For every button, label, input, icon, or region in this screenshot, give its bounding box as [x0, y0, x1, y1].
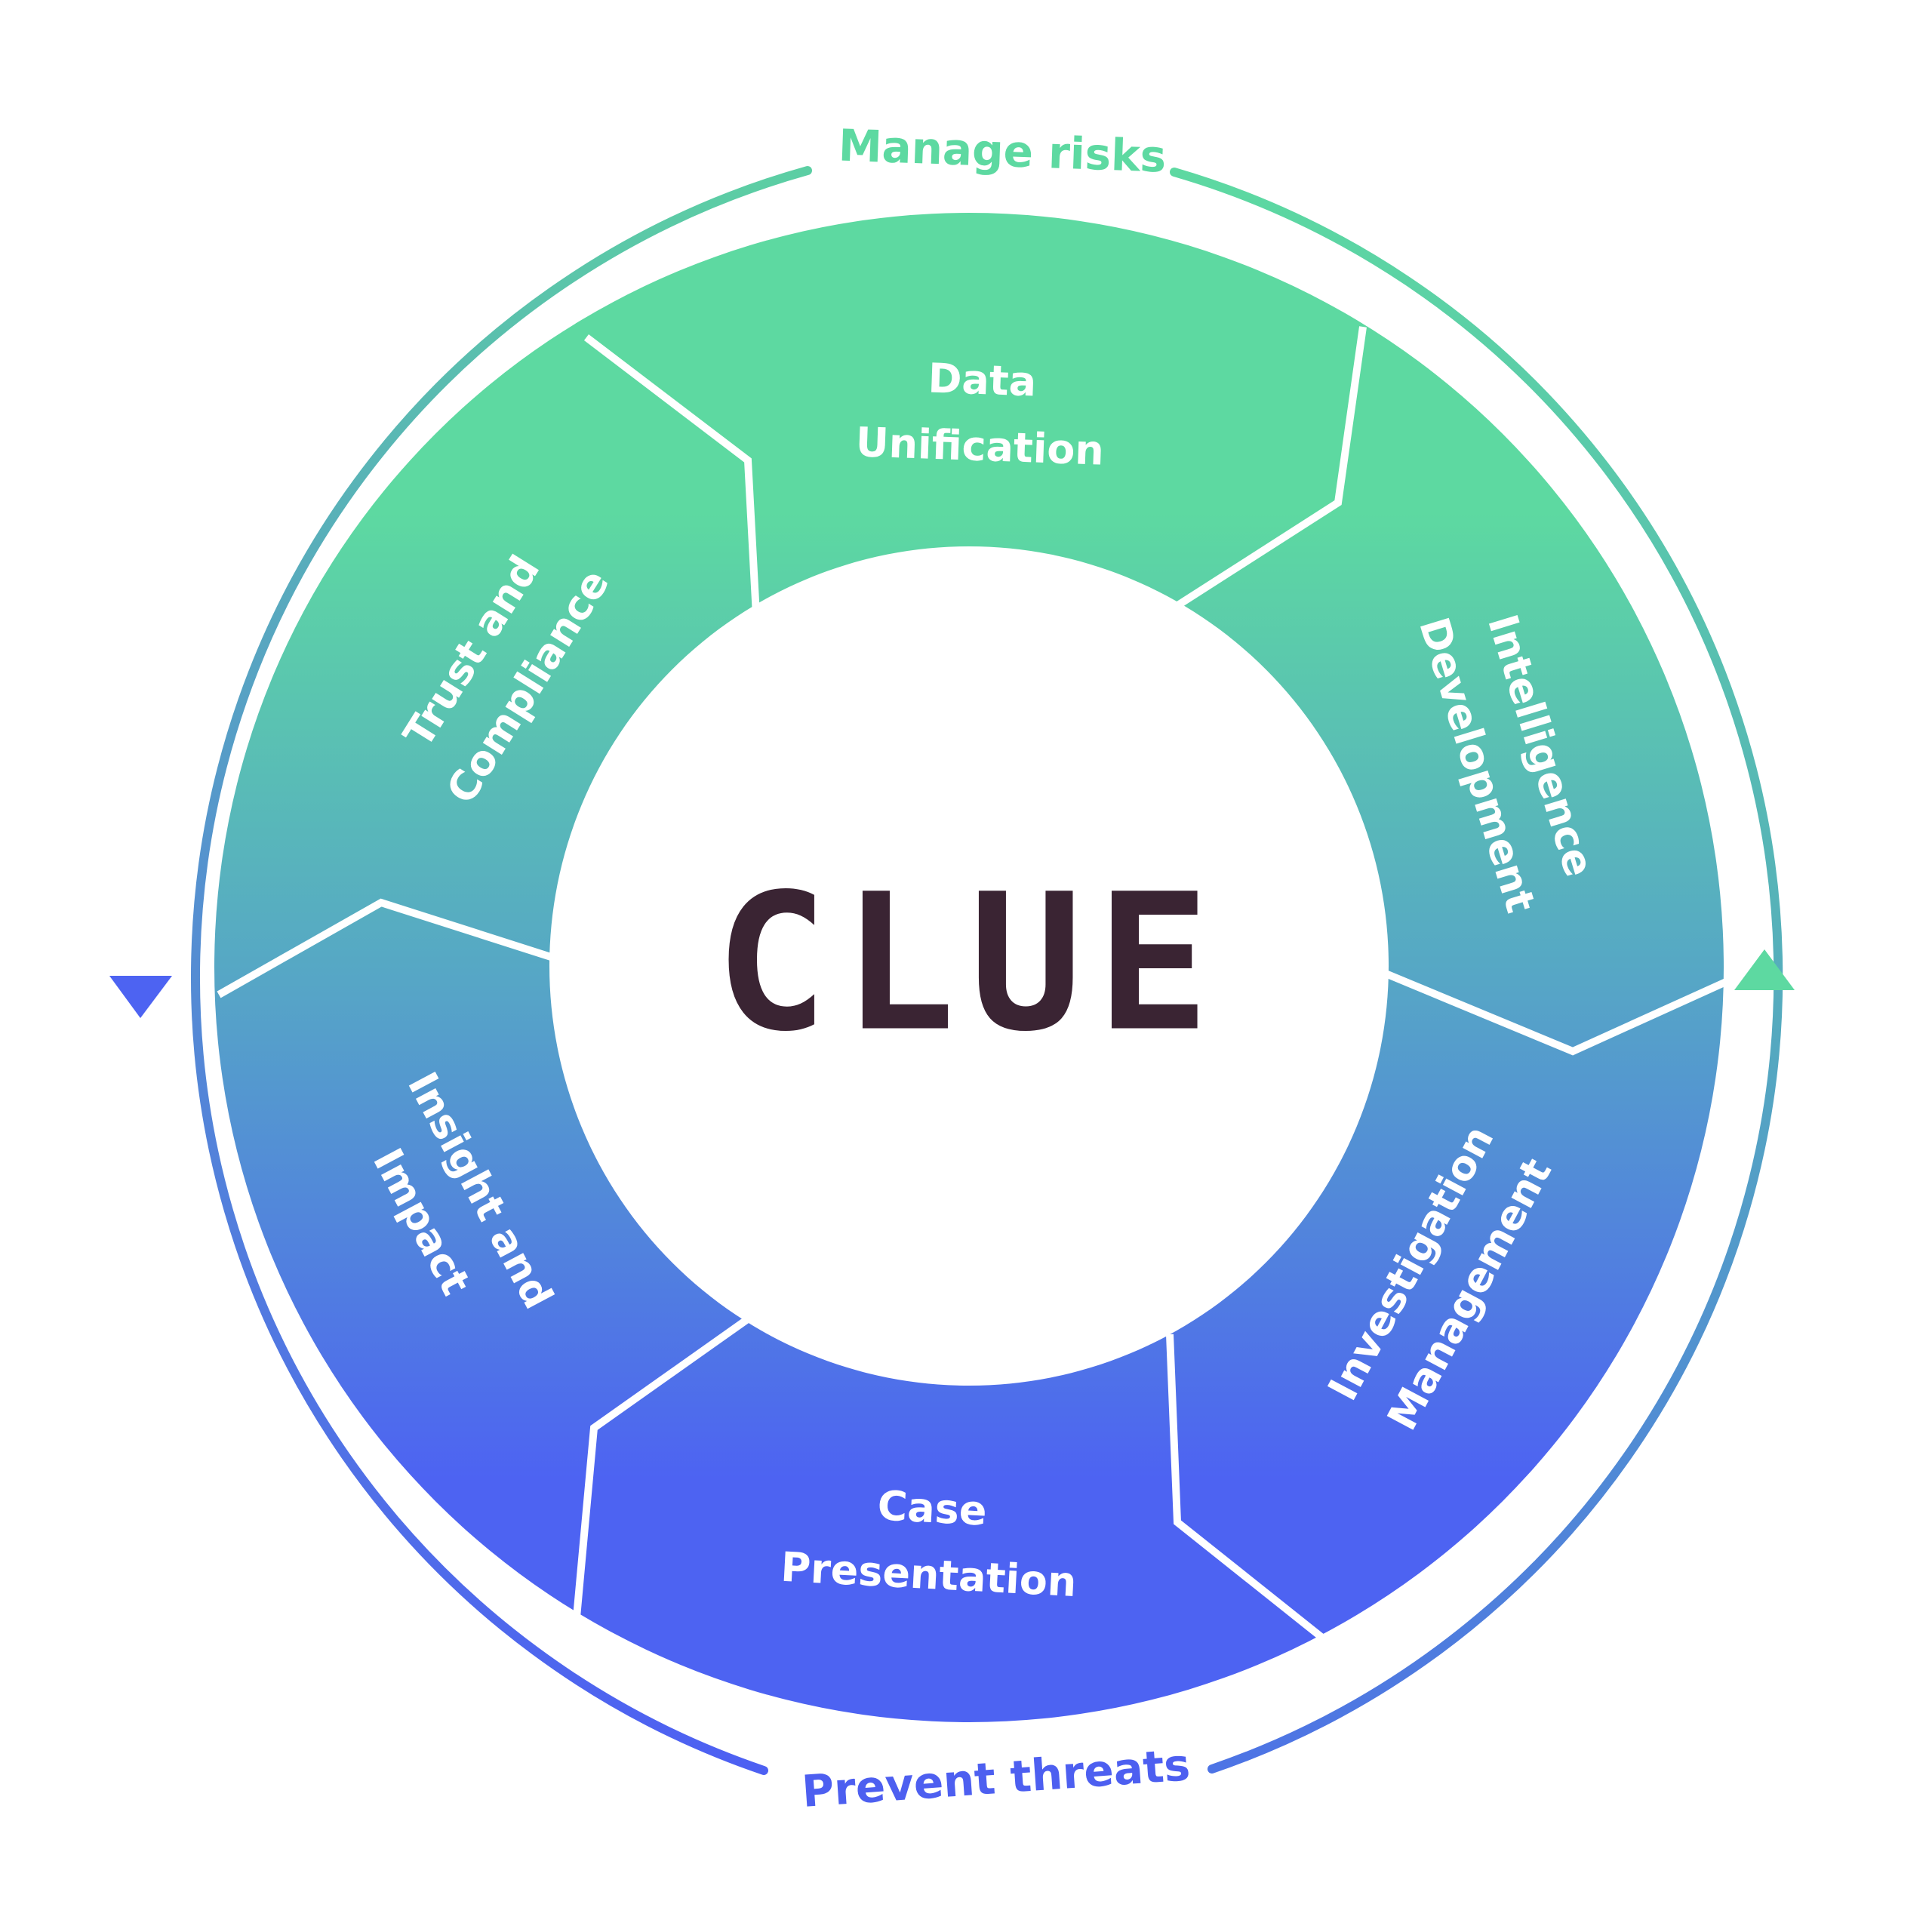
- segment-dividers: [217, 326, 1728, 1641]
- divider-data-intelligence: [1172, 326, 1367, 611]
- divider-insight-trust: [217, 898, 552, 998]
- clue-logo: CLUE: [715, 854, 1223, 1073]
- outer-cycle-right-arc: [1170, 168, 1783, 1774]
- segment-label-line: Unification: [855, 418, 1105, 474]
- divider-case-insight: [573, 1315, 751, 1618]
- segment-label-line: Data: [928, 355, 1038, 406]
- segment-label-line: Case: [876, 1481, 988, 1534]
- down-arrow-icon: [109, 976, 172, 1018]
- segment-ring: [214, 213, 1724, 1722]
- outer-cycle-left-arc: [190, 166, 812, 1775]
- up-arrow-icon: [1734, 949, 1795, 990]
- prevent-threats-label: Prevent threats: [800, 1739, 1192, 1817]
- divider-intelligence-investigation: [1384, 970, 1728, 1056]
- divider-investigation-case: [1166, 1334, 1325, 1641]
- segment-data-unification: Data Unification: [855, 355, 1105, 475]
- divider-trust-data: [583, 334, 760, 616]
- manage-risks-label: Manage risks: [838, 120, 1168, 183]
- center-circle: CLUE: [555, 552, 1383, 1380]
